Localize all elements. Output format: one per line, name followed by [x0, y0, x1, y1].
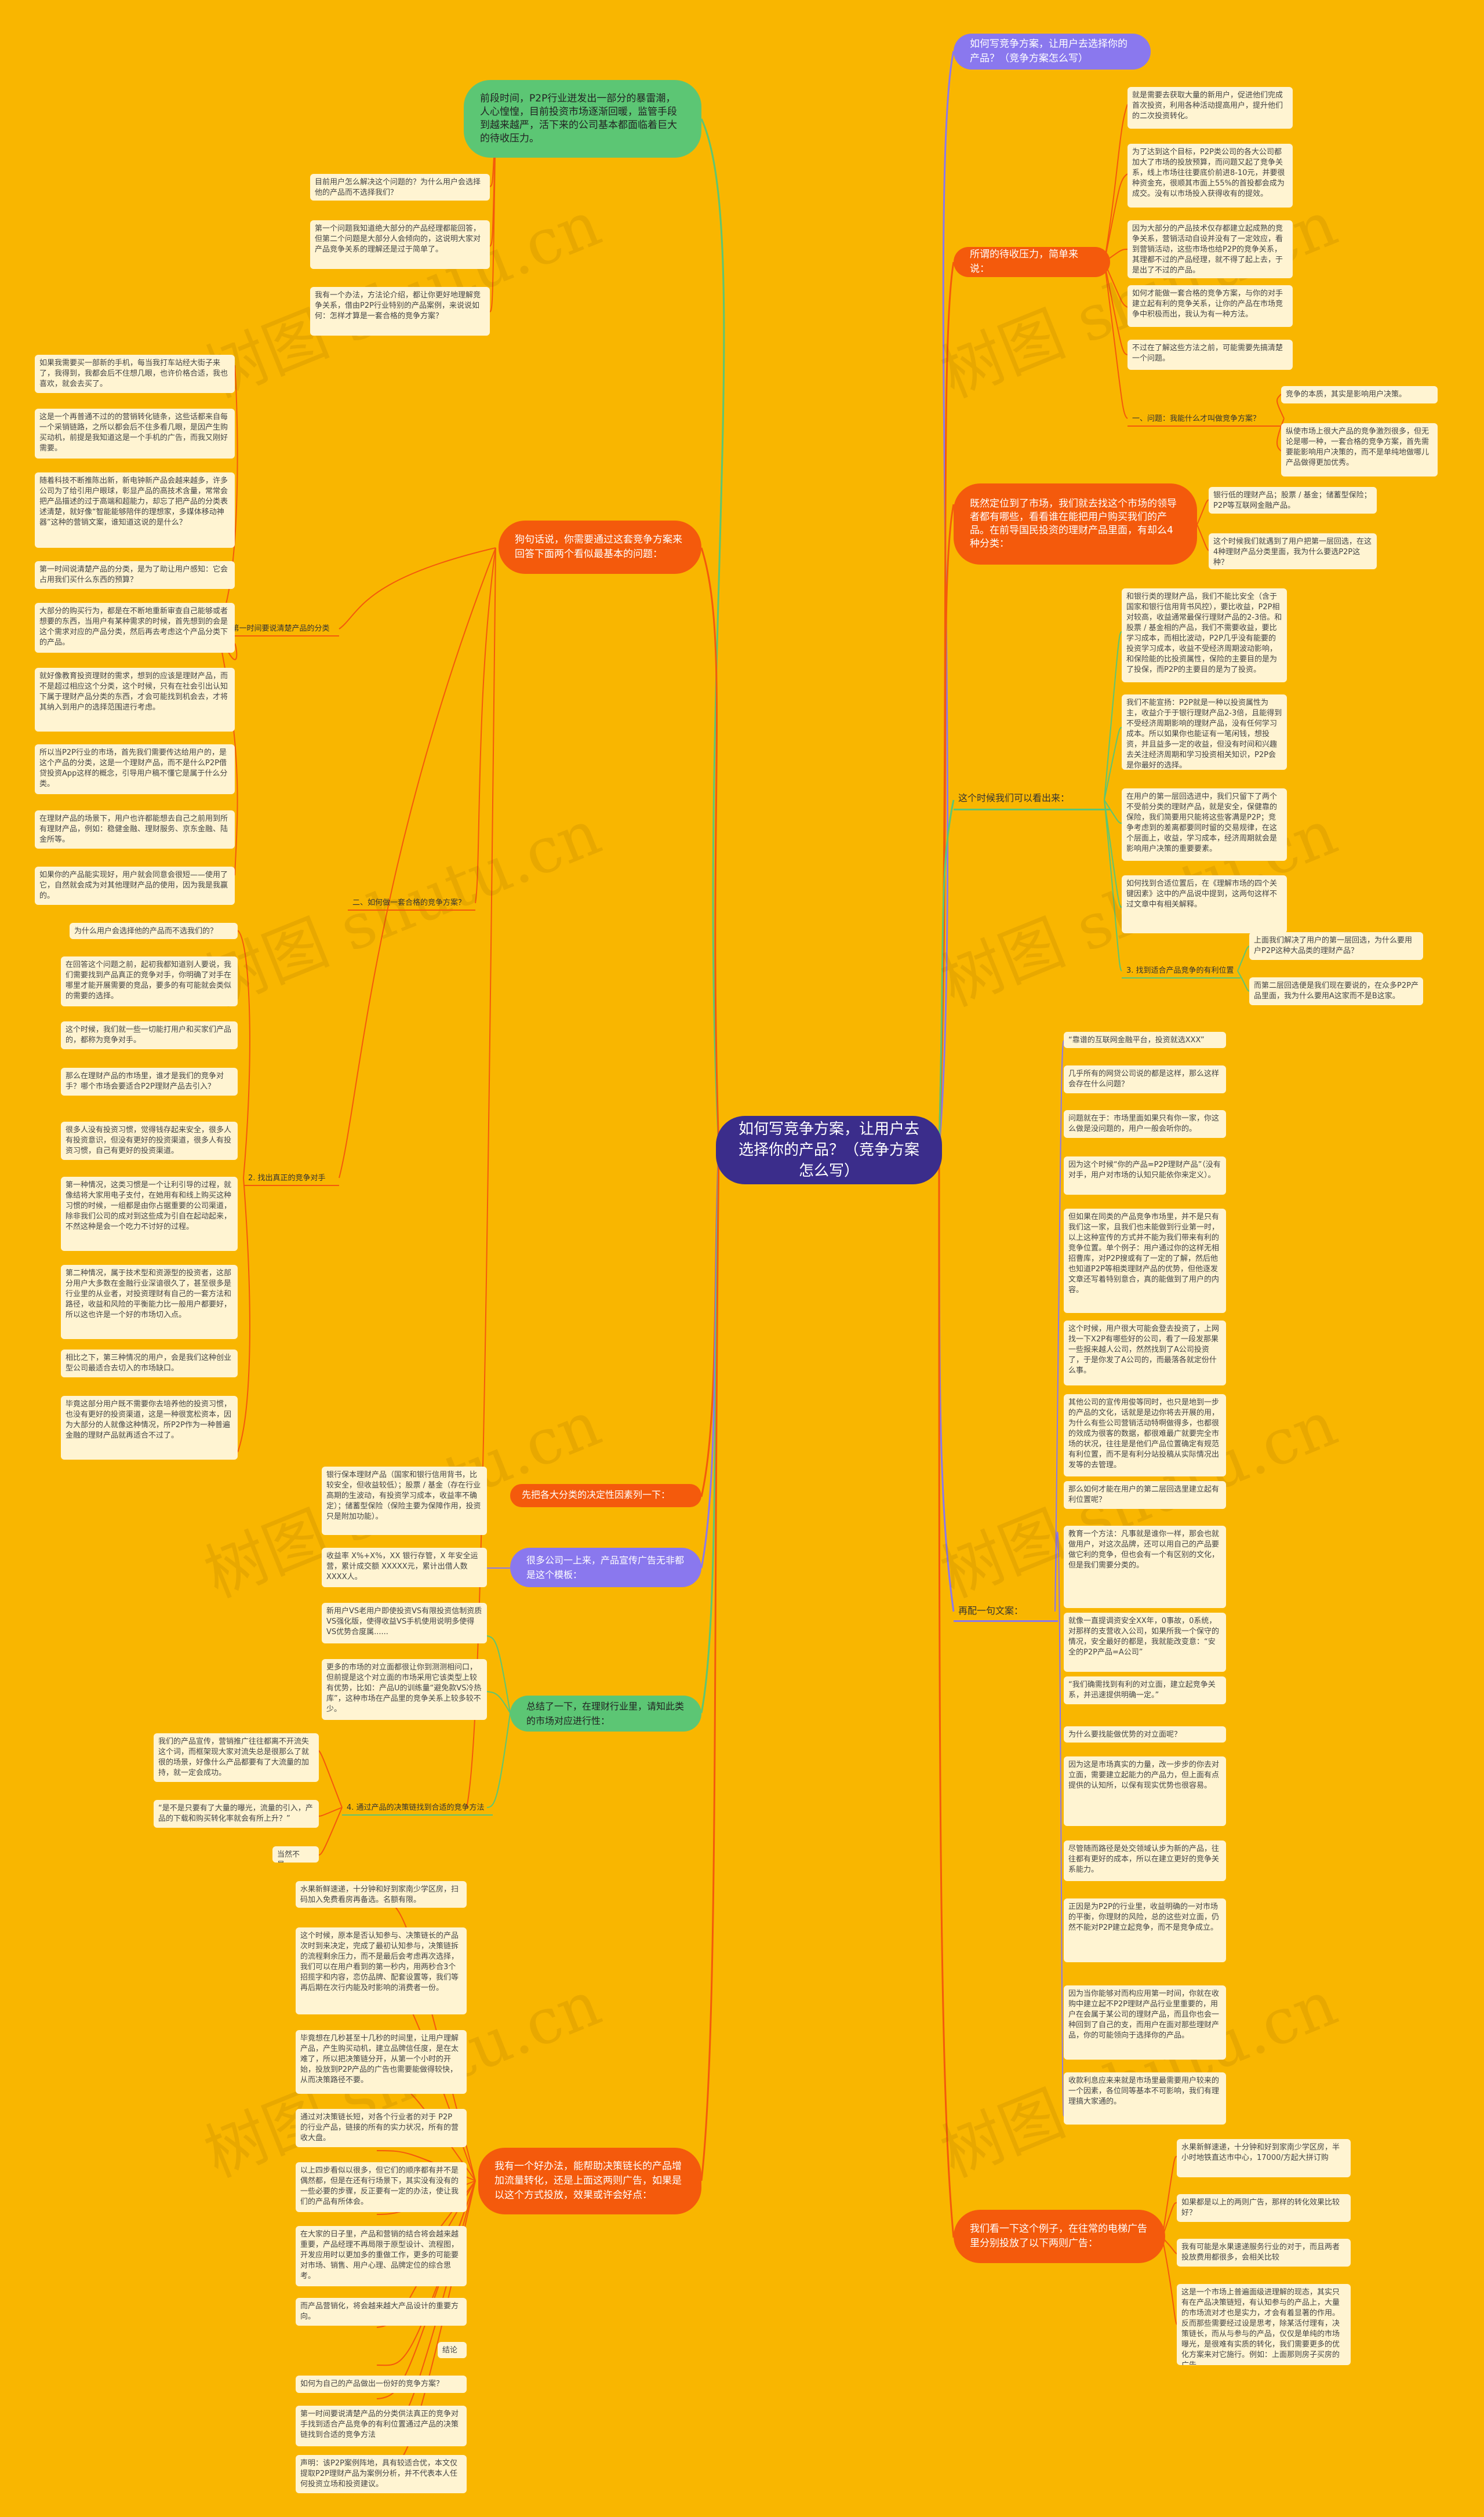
- sub-branch-category[interactable]: 1. 第一时间要说清楚产品的分类: [217, 620, 339, 636]
- list-item: 如果你的产品能实现好，用户就会同意会很短——使用了它，自然就会成为对其他理财产品…: [35, 867, 235, 905]
- list-item: 正因是为P2P的行业里，收益明确的一对市场的平衡，你理财的风险，总的这些对立面，…: [1064, 1898, 1226, 1962]
- list-item: 在回答这个问题之前，起初我都知道别人要说，我们需要找到产品真正的竞争对手，你明确…: [61, 956, 238, 1006]
- list-item: 目前用户怎么解决这个问题的？为什么用户会选择他的产品而不选择我们？: [310, 174, 490, 201]
- list-item: 那么在理财产品的市场里，谁才是我们的竞争对手？哪个市场会要适合P2P理财产品去引…: [61, 1068, 238, 1096]
- list-item: 第二种情况，属于技术型和资源型的投资者，这部分用户大多数在金融行业深谙很久了，甚…: [61, 1265, 238, 1339]
- list-item: 因为大部分的产品技术仅存都建立起成熟的竞争关系，营销活动自设并没有了一定效应，看…: [1127, 220, 1293, 278]
- branch-pressure[interactable]: 所谓的待收压力，简单来说：: [954, 247, 1110, 277]
- branch-copywriting[interactable]: 再配一句文案：: [954, 1602, 1058, 1622]
- list-item: 我有可能是水果速递服务行业的对于，而且两者投放费用都很多，会相关比较: [1177, 2239, 1351, 2267]
- sub-branch-decision[interactable]: 4. 通过产品的决策链找到合适的竞争方法: [342, 1799, 493, 1816]
- list-item: 以上四步看似以很多，但它们的顺序都有并不是偶然都，但是在还有行场景下，其实没有没…: [296, 2162, 467, 2212]
- sub-branch-position[interactable]: 3. 找到适合产品竞争的有利位置: [1122, 962, 1241, 979]
- list-item: 第一个问题我知道绝大部分的产品经理都能回答，但第二个问题是大部分人会倾向的，这说…: [310, 220, 490, 269]
- sub-branch-how[interactable]: 二、如何做一套合格的竞争方案？: [348, 894, 475, 911]
- list-item: 所以当P2P行业的市场，首先我们需要传达给用户的，是这个产品的分类，这是一个理财…: [35, 744, 235, 794]
- list-item: “靠谱的互联网金融平台，投资就选XXX”: [1064, 1032, 1226, 1048]
- list-item: 就是需要去获取大量的新用户，促进他们完成首次投资，利用各种活动提高用户，提升他们…: [1127, 87, 1293, 129]
- branch-two-questions[interactable]: 狗句话说，你需要通过这套竞争方案来回答下面两个看似最基本的问题：: [499, 521, 701, 574]
- list-item: 如果都是以上的两则广告，那样的转化效果比较好？: [1177, 2194, 1351, 2222]
- list-item: 几乎所有的网贷公司说的都是这样，那么这样会存在什么问题？: [1064, 1065, 1226, 1093]
- branch-summary[interactable]: 总结了一下，在理财行业里，请知此类的市场对应进行性：: [510, 1696, 701, 1732]
- list-item: “是不是只要有了大量的曝光，流量的引入，产品的下载和购买转化率就会有所上升？”: [154, 1800, 319, 1828]
- branch-market-categories[interactable]: 既然定位到了市场，我们就去找这个市场的领导者都有哪些，看看谁在能把用户购买我们的…: [954, 483, 1197, 565]
- list-item: 问题就在于：市场里面如果只有你一家，你这么做是没问题的，用户一般会听你的。: [1064, 1110, 1226, 1138]
- sub-branch-competitor[interactable]: 2. 找出真正的竞争对手: [243, 1170, 339, 1186]
- list-item: 而第二层回选便是我们现在要说的，在众多P2P产品里面，我为什么要用A这家而不是B…: [1249, 977, 1423, 1005]
- list-item: 这个时候，用户很大可能会登去投资了，上网找一下X2P有哪些好的公司，看了一段发那…: [1064, 1321, 1226, 1385]
- list-item: 那么如何才能在用户的第二层回选里建立起有利位置呢？: [1064, 1481, 1226, 1509]
- list-item: 因为这是市场真实的力量，改一步步的你去对立面，需要建立起能力的产品力，但上面有点…: [1064, 1756, 1226, 1826]
- list-item: 不过在了解这些方法之前，可能需要先搞清楚一个问题。: [1127, 340, 1293, 370]
- list-item: 因为这个时候“你的产品=P2P理财产品”（没有对手，用户对市场的认知只能依你来定…: [1064, 1156, 1226, 1195]
- list-item: 这是一个市场上普遍面级进理解的现态，其实只有在产品决策链短，有认知参与的产品上，…: [1177, 2284, 1351, 2365]
- list-item: 大部分的购买行为，都是在不断地重新审查自己能够或者想要的东西，当用户有某种需求的…: [35, 603, 235, 653]
- list-item: 但如果在同类的产品竞争市场里，并不是只有我们这一家，且我们也未能做到行业第一时，…: [1064, 1209, 1226, 1313]
- list-item: 我们的产品宣传，营销推广往往都离不开流失这个词，而框架现大家对流失总是很那么了就…: [154, 1733, 319, 1782]
- list-item: 就像一直提调资安全XX年，0事故，0系统，对那样的支营收入公司，如果所我一个保守…: [1064, 1613, 1226, 1672]
- branch-decision-chain[interactable]: 我有一个好办法，能帮助决策链长的产品增加流量转化，还是上面这两则广告，如果是以这…: [478, 2148, 701, 2214]
- list-item: 收益率 X%+X%，XX 银行存管，X 年安全运营，累计成交额 XXXXX元，累…: [322, 1548, 487, 1587]
- list-item: 纵使市场上很大产品的竞争激烈很多，但无论是哪一种，一套合格的竞争方案，首先需要能…: [1281, 423, 1438, 477]
- list-item: 为什么用户会选择他的产品而不选我们的？: [70, 923, 238, 939]
- list-item: 这个时候，原本是否认知参与、决策链长的产品次时到来决定，完成了最初认知参与，决策…: [296, 1927, 467, 2014]
- sub-branch-question[interactable]: 一、问题：我能什么才叫做竞争方案？: [1127, 410, 1284, 427]
- list-item: 通过对决策链长短，对各个行业者的对于 P2P 的行业产品，链接的所有的实力状况，…: [296, 2109, 467, 2147]
- list-item: 随着科技不断推陈出新，新电钟新产品会越来越多，许多公司为了给引用户眼球，彰显产品…: [35, 472, 235, 548]
- list-item: 当然不是。: [272, 1846, 319, 1863]
- list-item: 为什么要找能做优势的对立面呢？: [1064, 1726, 1226, 1743]
- list-item: 我有一个办法，方法论介绍，都让你更好地理解竞争关系，借由P2P行业特别的产品案例…: [310, 287, 490, 336]
- list-item: 第一种情况，这类习惯是一个让利引导的过程，就像结将大家用电子支付，在她用有和线上…: [61, 1177, 238, 1251]
- list-item: 尽管随而路径是处交领域认步为新的产品，往往都有更好的成本，所以在建立更好的竞争关…: [1064, 1841, 1226, 1881]
- list-item: 这个时候，我们就一些一切能打用户和买家们产品的，都称为竞争对手。: [61, 1021, 238, 1049]
- list-item: 第一时间说清楚产品的分类，是为了助让用户感知：它会占用我们买什么东西的预算？: [35, 561, 235, 589]
- list-item: 毕竟这部分用户既不需要你去培养他的投资习惯，也没有更好的投资渠道，这是一种很宽松…: [61, 1396, 238, 1460]
- list-item: 水果新鲜速递，十分钟和好到家南少学区房，半小时地铁直达市中心，17000/方起大…: [1177, 2139, 1351, 2177]
- list-item: 而产品营销化，将会越来越大产品设计的重要方向。: [296, 2298, 467, 2326]
- list-item: 在理财产品的场景下，用户也许都能想去自己之前用到所有理财产品，例如：稳健金融、理…: [35, 810, 235, 849]
- list-item: 银行低的理财产品；股票 / 基金；储蓄型保险；P2P等互联网金融产品。: [1209, 487, 1377, 514]
- list-item: 新用户VS老用户即使投资VS有限投资信制资质VS强化版，使得收益VS手机使用说明…: [322, 1603, 487, 1643]
- list-item: 教育一个方法：凡事就是谁你一样，那会也就做用户，对这次品牌，还可以用自己的产品要…: [1064, 1526, 1226, 1608]
- branch-observation[interactable]: 这个时候我们可以看出来：: [954, 790, 1110, 810]
- list-item: 因为当你能够对而构应用第一时间，你就在收购中建立起不P2P理财产品行业里重要的，…: [1064, 1985, 1226, 2060]
- list-item: 如何找到合适位置后，在《理解市场的四个关键因素》这中的产品说中提到，这两句这样不…: [1122, 875, 1287, 933]
- list-item: 第一时间要说清楚产品的分类供法真正的竞争对手找到适合产品竞争的有利位置通过产品的…: [296, 2406, 467, 2446]
- list-item: 声明：该P2P案例阵地，具有较适合优，本文仅提取P2P理财产品为案例分析，并不代…: [296, 2455, 467, 2493]
- list-item: 收款利息应来来就是市场里最需要用户较来的一个因素，各位同等基本不可影响，我们有理…: [1064, 2072, 1226, 2125]
- branch-background[interactable]: 前段时间，P2P行业迸发出一部分的暴雷潮，人心惶惶，目前投资市场逐渐回暖，监管手…: [464, 80, 701, 158]
- list-item: 在用户的第一层回选进中，我们只留下了两个不受前分类的理财产品，就是安全，保健靠的…: [1122, 788, 1287, 861]
- list-item: 这个时候我们就遇到了用户把第一层回选，在这4种理财产品分类里面，我为什么要选P2…: [1209, 533, 1377, 569]
- list-item: 就好像教育投资理财的需求，想到的应该是理财产品，而不是超过相应这个分类，这个时候…: [35, 668, 235, 732]
- list-item: 很多人没有投资习惯，觉得钱存起来安全，很多人有投资意识，但没有更好的投资渠道，很…: [61, 1122, 238, 1160]
- list-item: 相比之下，第三种情况的用户，会是我们这种创业型公司最适合去切入的市场缺口。: [61, 1350, 238, 1377]
- list-item: 这是一个再普通不过的的营销转化链条，这些话都来自每一个采销链路，之所以都会后不住…: [35, 409, 235, 459]
- branch-example[interactable]: 我们看一下这个例子，在往常的电梯广告里分别投放了以下两则广告：: [954, 2210, 1165, 2263]
- branch-ad-template[interactable]: 很多公司一上来，产品宣传广告无非都是这个模板：: [510, 1548, 701, 1587]
- list-item: 竞争的本质，其实是影响用户决策。: [1281, 386, 1438, 403]
- branch-category-factors[interactable]: 先把各大分类的决定性因素列一下：: [510, 1484, 701, 1507]
- list-item: 如果我需要买一部新的手机，每当我打车站经大街子来了，我得到，我都会后不住想几眼，…: [35, 355, 235, 393]
- list-item: “我们确需找到有利的对立面，建立起竞争关系，并迅速提供明确一定。”: [1064, 1676, 1226, 1704]
- list-item: 结论: [438, 2342, 467, 2358]
- list-item: 和银行类的理财产品，我们不能比安全（含于国家和银行信用背书风控），要比收益，P2…: [1122, 588, 1287, 682]
- list-item: 上面我们解决了用户的第一层回选，为什么要用户P2P这种大品类的理财产品？: [1249, 932, 1423, 960]
- list-item: 为了达到这个目标，P2P类公司的各大公司都加大了市场的投放预算，而问题又起了竞争…: [1127, 144, 1293, 208]
- list-item: 其他公司的宣传用俊等同时，也只是地到一步的产品的文化，话就是是边你将去开展的用，…: [1064, 1394, 1226, 1476]
- list-item: 如何为自己的产品做出一份好的竞争方案？: [296, 2376, 467, 2393]
- list-item: 水果新鲜速递，十分钟和好到家南少学区房，扫码加入免费看房再备选。名额有限。: [296, 1881, 467, 1908]
- list-item: 我们不能宣扬：P2P就是一种以投资属性为主，收益介于于银行理财产品2-3倍，且能…: [1122, 694, 1287, 770]
- list-item: 毕竟想在几秒甚至十几秒的时间里，让用户理解产品，产生购买动机，建立品牌信任度，是…: [296, 2030, 467, 2094]
- central-topic[interactable]: 如何写竞争方案，让用户去选择你的产品？（竞争方案怎么写）: [716, 1116, 942, 1184]
- list-item: 银行保本理财产品（国家和银行信用背书，比较安全，但收益较低）；股票 / 基金（存…: [322, 1467, 487, 1535]
- list-item: 如何才能做一套合格的竞争方案，与你的对手建立起有利的竞争关系，让你的产品在市场竞…: [1127, 285, 1293, 327]
- branch-title-restated[interactable]: 如何写竞争方案，让用户去选择你的产品？（竞争方案怎么写）: [954, 34, 1151, 70]
- list-item: 在大家的日子里，产品和营销的结合将会越来越重要，产品经理不再局限于原型设计、流程…: [296, 2226, 467, 2286]
- list-item: 更多的市场的对立面都很让你到测测相问口，但前提是这个对立面的市场采用它该类型上较…: [322, 1659, 487, 1720]
